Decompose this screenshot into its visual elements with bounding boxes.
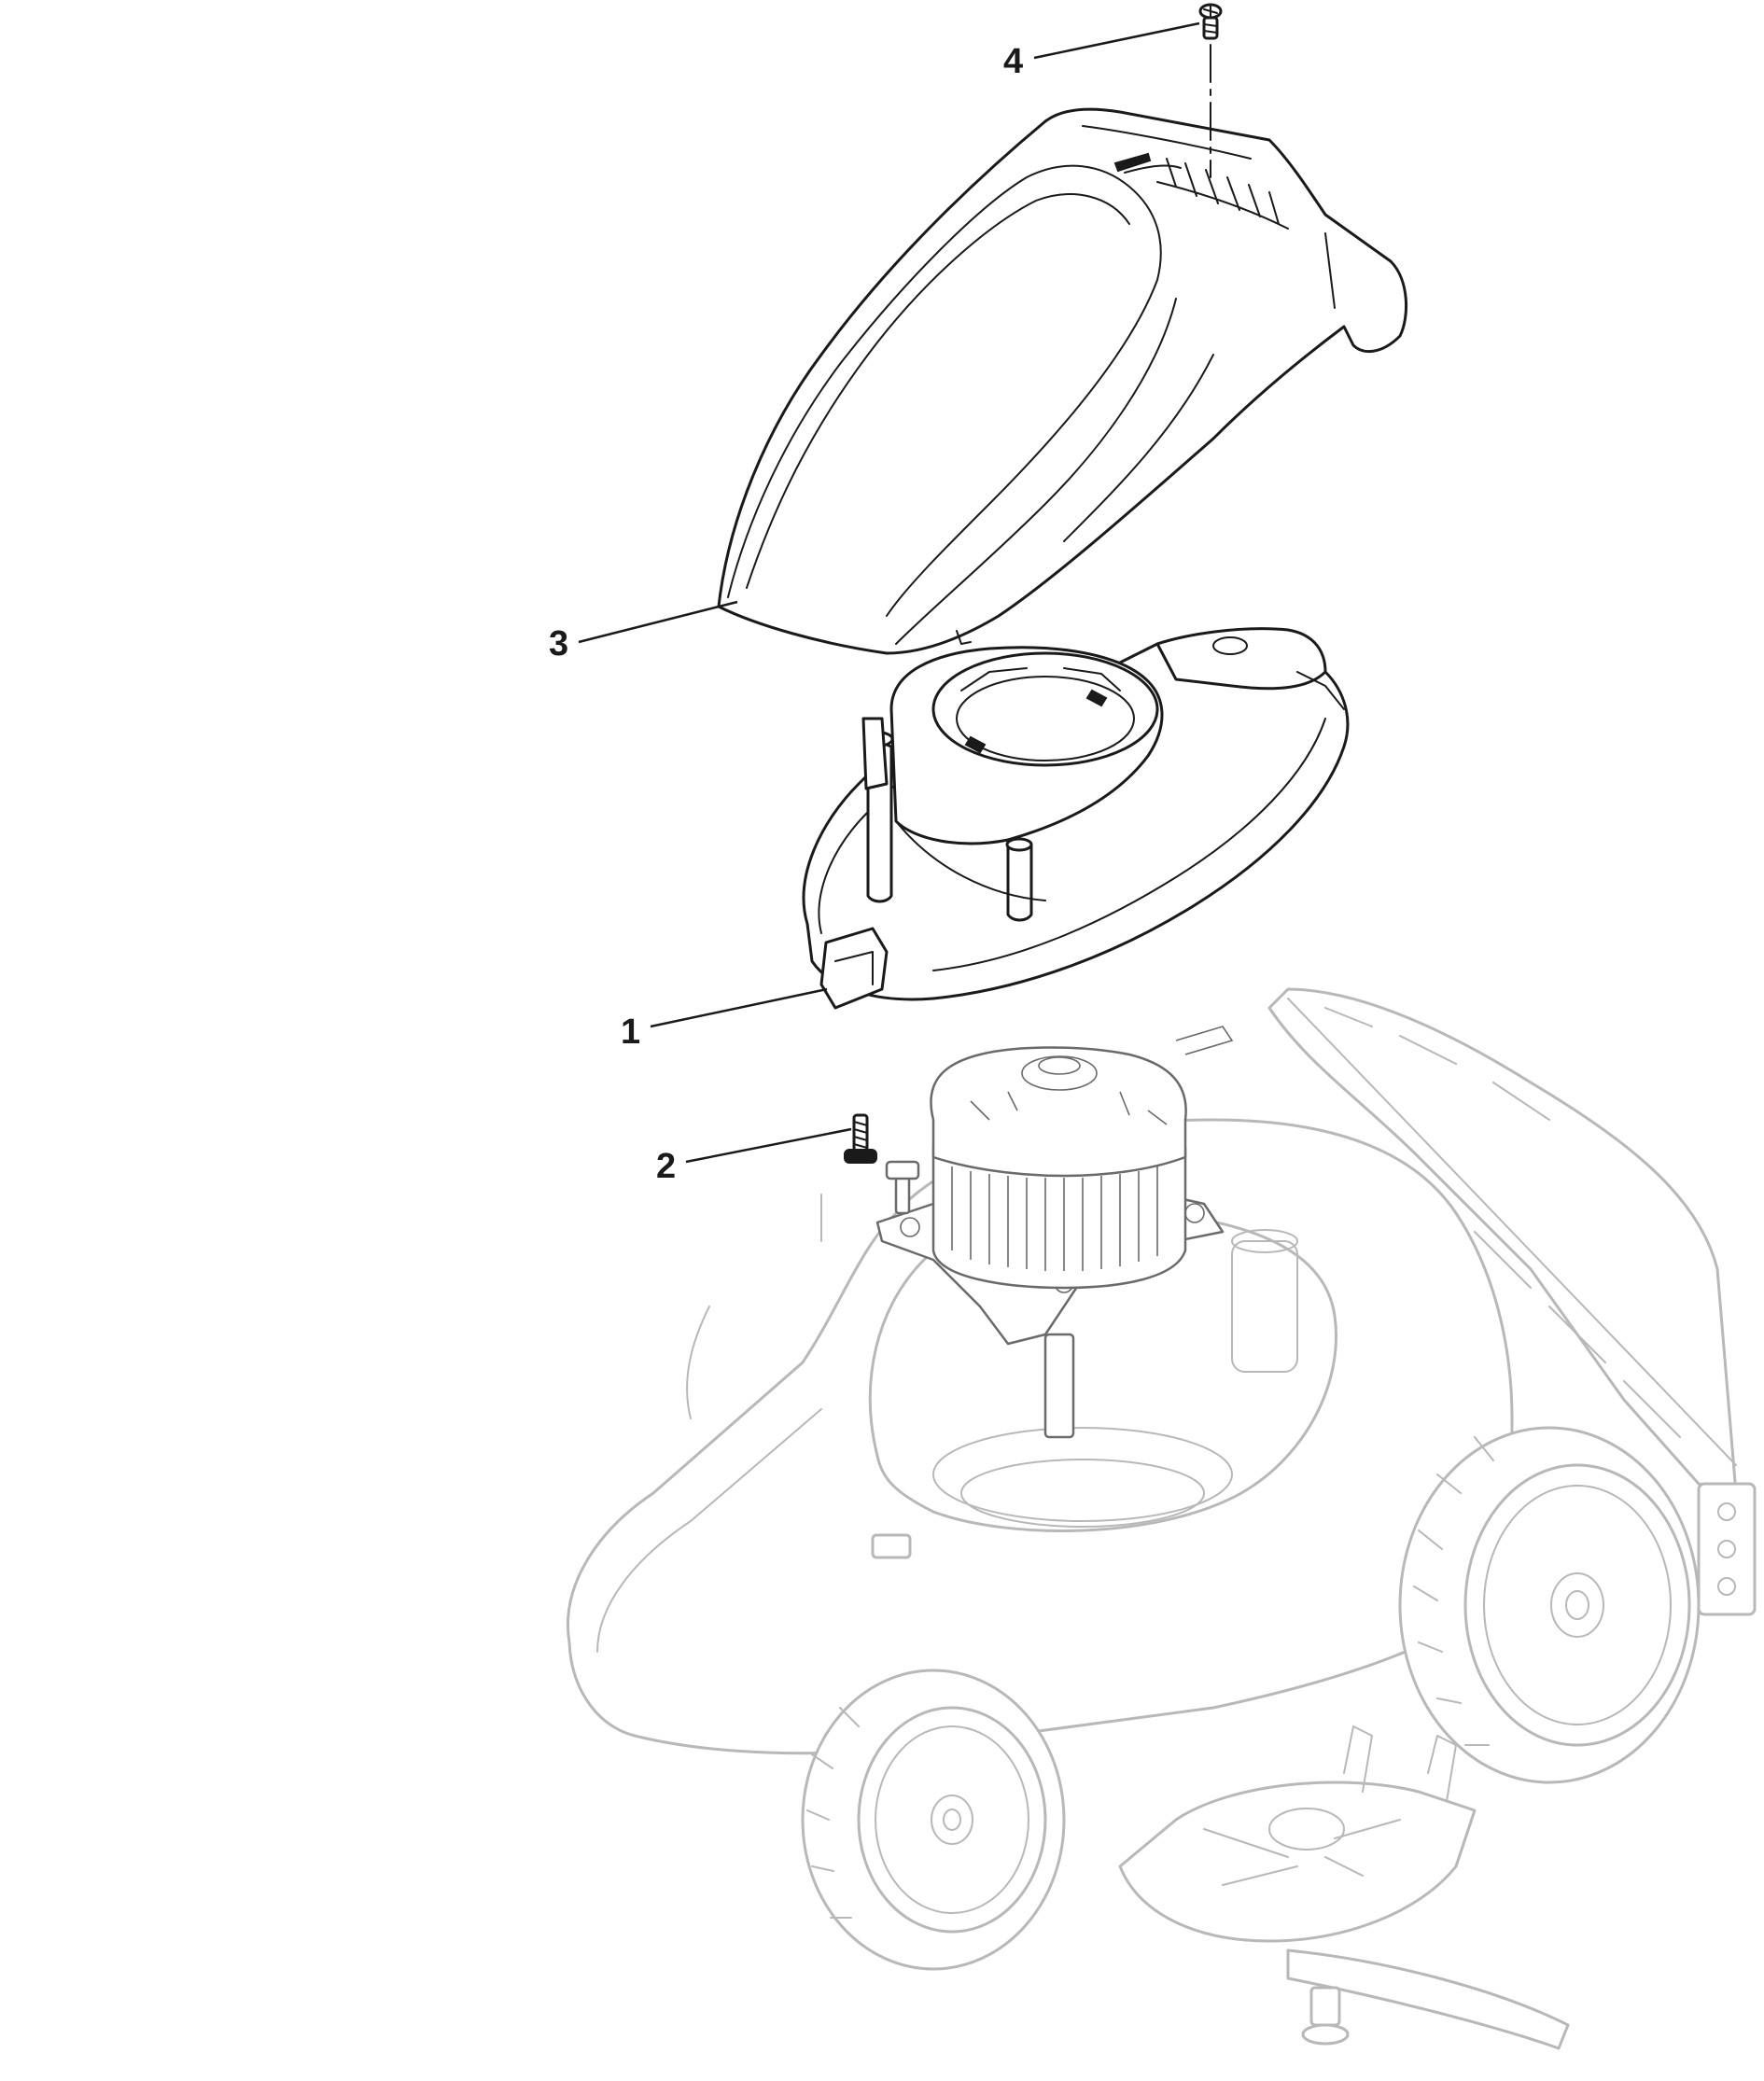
- part-4-hood-screw: [1198, 3, 1223, 178]
- callout-1: 1: [621, 987, 828, 1052]
- callout-3-leader: [578, 600, 738, 644]
- callout-4: 4: [1003, 21, 1200, 81]
- callout-2-leader: [685, 1127, 852, 1164]
- callout-4-leader: [1033, 21, 1200, 60]
- callout-4-label: 4: [1003, 42, 1023, 81]
- callout-1-label: 1: [621, 1013, 640, 1052]
- part-2-screw: [844, 1113, 877, 1164]
- mower-body-ghost: [567, 987, 1757, 2050]
- motor-ghost: [875, 1026, 1234, 1439]
- callout-3: 3: [549, 600, 738, 663]
- part-3-motor-hood: [717, 107, 1408, 655]
- callout-3-label: 3: [549, 624, 568, 663]
- part-1-motor-cover-base: [802, 627, 1350, 1010]
- callout-2: 2: [656, 1127, 852, 1186]
- callout-1-leader: [650, 987, 828, 1028]
- callout-2-label: 2: [656, 1147, 676, 1186]
